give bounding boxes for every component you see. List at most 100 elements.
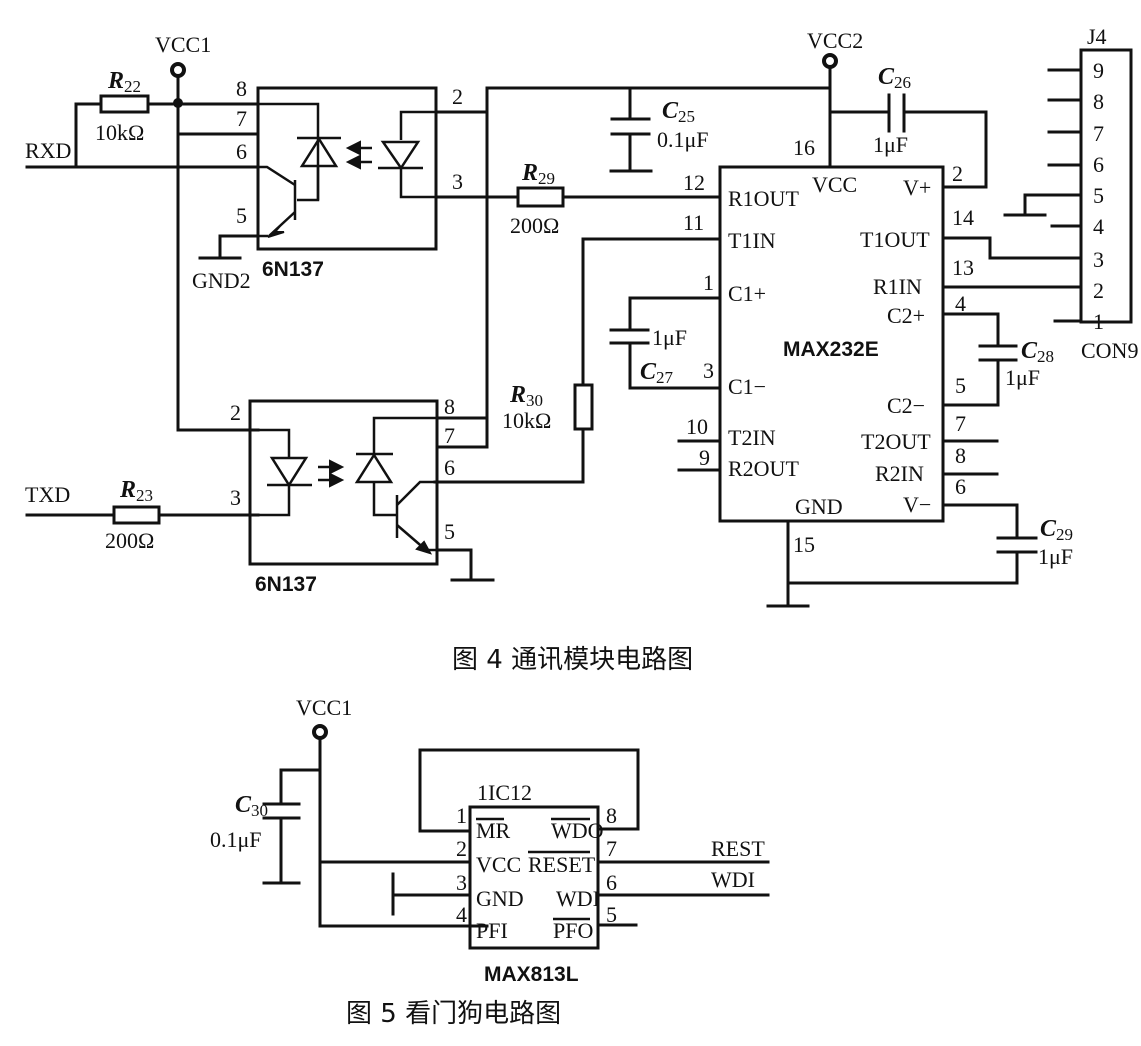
- max232-pin-vcc: VCC: [812, 172, 857, 197]
- opto-bottom-pin8: 8: [444, 394, 455, 419]
- j4-part: CON9: [1081, 338, 1138, 363]
- r22-value: 10kΩ: [95, 120, 144, 145]
- c29-wire-top: [941, 503, 1019, 540]
- opto-bottom-pin5-wire: [435, 548, 473, 580]
- max232-pin-c1plus: C1+: [728, 281, 766, 306]
- figure-4-caption: 图 4 通讯模块电路图: [452, 645, 693, 675]
- opto-top-pin6: 6: [236, 139, 247, 164]
- fig5-vcc1-terminal-icon: [312, 724, 328, 740]
- max232-body: [718, 165, 945, 523]
- max232-pin16-num: 16: [793, 135, 815, 160]
- max232-pin-vplus: V+: [903, 175, 931, 200]
- j4-pin3: 3: [1093, 247, 1104, 272]
- max232-pin9-num: 9: [699, 445, 710, 470]
- vcc1-label: VCC1: [155, 32, 211, 57]
- figure-4-communication-module: VCC1 RXD R22 10kΩ 8 7 6 5 2 3 6N137: [25, 24, 1138, 675]
- max813-pin-vcc: VCC: [476, 852, 521, 877]
- c28-wire-top: [941, 312, 1000, 347]
- opto-bottom-pin7: 7: [444, 423, 455, 448]
- net-wdi-label: WDI: [711, 867, 755, 892]
- r23-ref: R23: [119, 477, 153, 505]
- opto-bottom-pin5: 5: [444, 519, 455, 544]
- r22-ref: R22: [107, 68, 141, 96]
- opto-top-pin2: 2: [452, 84, 463, 109]
- bottom-photodiode-icon: [354, 416, 437, 517]
- opto-bottom-pin3: 3: [230, 485, 241, 510]
- max813-pin7-num: 7: [606, 836, 617, 861]
- opto-bottom-pin2: 2: [230, 400, 241, 425]
- opto-bottom-part: 6N137: [255, 573, 317, 596]
- max813-pin6-num: 6: [606, 870, 617, 895]
- max232-pin4-num: 4: [955, 291, 966, 316]
- max232-pin7-num: 7: [955, 411, 966, 436]
- max813-pin-gnd: GND: [476, 886, 524, 911]
- max232-pin-t2in: T2IN: [728, 425, 776, 450]
- r29-resistor-icon: [516, 186, 565, 208]
- max813-pin-wdo: WDO: [551, 818, 604, 843]
- c27-value: 1μF: [652, 325, 687, 350]
- fig5-vcc1-label: VCC1: [296, 695, 352, 720]
- c26-wire-right: [902, 110, 988, 189]
- opto-bottom-pin7-wire: [435, 416, 489, 449]
- j4-pin4: 4: [1093, 214, 1104, 239]
- max232-pin-vminus: V−: [903, 492, 931, 517]
- c27-wire-top: [628, 296, 722, 330]
- fig5-vcc1-rail: [318, 736, 489, 928]
- mr-wdo-loop-wire: [418, 748, 640, 833]
- r30-ref: R30: [509, 382, 543, 410]
- photodiode-icon: [258, 102, 341, 202]
- c27-wire-bottom: [628, 341, 722, 390]
- max232-pin11-num: 11: [683, 210, 704, 235]
- max813-pin-mr: MR: [476, 818, 511, 843]
- max232-pin1-num: 1: [703, 270, 714, 295]
- max813-pin-reset: RESET: [528, 852, 596, 877]
- gnd2-label: GND2: [192, 268, 251, 293]
- max813-pin-pfo: PFO: [553, 918, 593, 943]
- c26-value: 1μF: [873, 132, 908, 157]
- c28-value: 1μF: [1005, 365, 1040, 390]
- max232-pin-r2in: R2IN: [875, 461, 924, 486]
- j4-pin1: 1: [1093, 309, 1104, 334]
- max232-pin-r2out: R2OUT: [728, 456, 799, 481]
- max813-body: [468, 805, 600, 950]
- opto-top-body: [256, 86, 438, 251]
- j4-ref: J4: [1087, 24, 1107, 49]
- max232-pin10-num: 10: [686, 414, 708, 439]
- max232-pin13-num: 13: [952, 255, 974, 280]
- r23-value: 200Ω: [105, 528, 154, 553]
- net-rest-label: REST: [711, 836, 765, 861]
- vcc1-terminal-icon: [170, 62, 186, 78]
- c28-wire-bottom: [941, 358, 1000, 407]
- opto-top-pin7: 7: [236, 106, 247, 131]
- max232-pin-t1in: T1IN: [728, 228, 776, 253]
- max232-pin-c2minus: C2−: [887, 393, 925, 418]
- j4-pin5: 5: [1093, 183, 1104, 208]
- max813-pin-wdi: WDI: [556, 886, 600, 911]
- c27-ref: C27: [640, 359, 674, 387]
- c25-value: 0.1μF: [657, 127, 709, 152]
- figure-5-caption: 图 5 看门狗电路图: [346, 999, 561, 1029]
- max232-pin14-num: 14: [952, 205, 974, 230]
- t1out-wire: [941, 236, 1083, 260]
- vcc2-terminal-icon: [822, 53, 838, 69]
- max232-pin5-num: 5: [955, 373, 966, 398]
- max232-pin-r1out: R1OUT: [728, 186, 799, 211]
- max232-pin-r1in: R1IN: [873, 274, 922, 299]
- c29-value: 1μF: [1038, 544, 1073, 569]
- bottom-transistor-icon: [395, 480, 437, 555]
- txd-label: TXD: [25, 482, 70, 507]
- max232-part: MAX232E: [783, 338, 879, 361]
- r22-wire-left: [74, 102, 102, 169]
- opto-top-part: 6N137: [262, 258, 324, 281]
- opto-top-pin3: 3: [452, 169, 463, 194]
- c30-wire-top: [279, 768, 322, 805]
- j4-pin8: 8: [1093, 89, 1104, 114]
- c26-ref: C26: [878, 64, 911, 92]
- c30-value: 0.1μF: [210, 827, 262, 852]
- max813-part: MAX813L: [484, 963, 579, 986]
- j4-pin-labels: 9 8 7 6 5 4 3 2 1: [1093, 58, 1104, 334]
- j4-pin6: 6: [1093, 152, 1104, 177]
- j4-pin9: 9: [1093, 58, 1104, 83]
- max232-pin2-num: 2: [952, 161, 963, 186]
- j4-pin5-ground-wire: [1023, 193, 1083, 217]
